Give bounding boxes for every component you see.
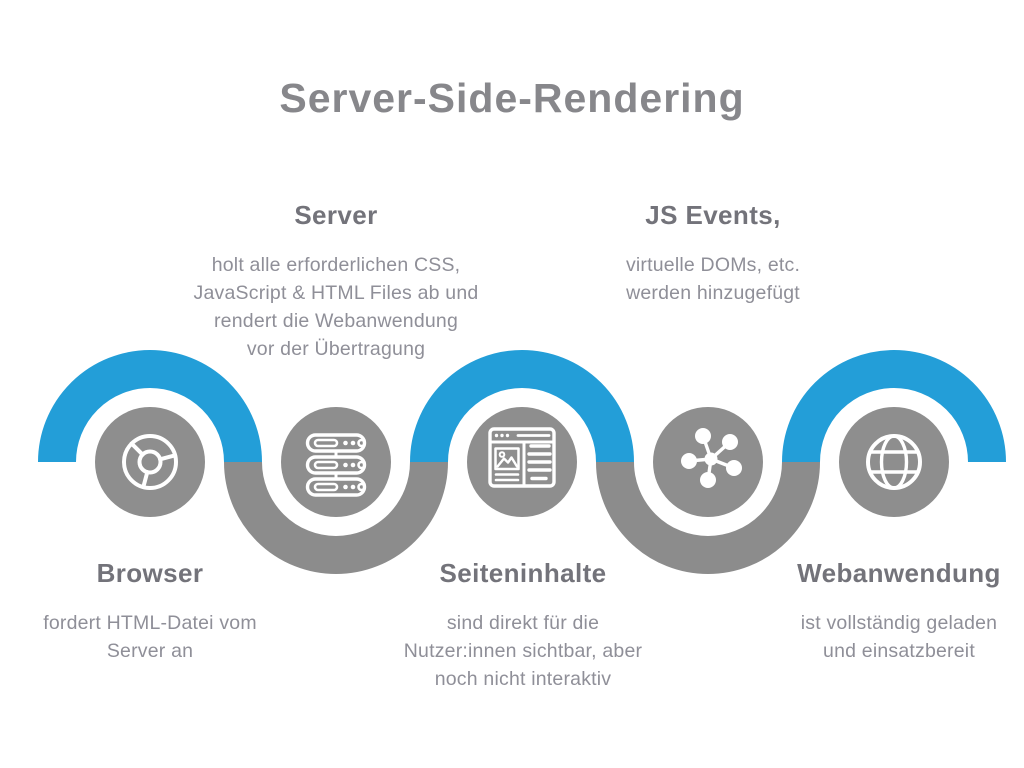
webpage-layout-icon xyxy=(488,427,556,488)
step-circle-browser xyxy=(95,407,205,517)
step-description-line: werden hinzugefügt xyxy=(626,282,800,304)
step-circle-bg xyxy=(95,407,205,517)
wave-arc-blue-1 xyxy=(38,350,262,463)
chrome-browser-icon xyxy=(122,434,178,490)
step-description-webanwendung: ist vollständig geladen und einsatzberei… xyxy=(749,609,1024,665)
step-description-line: JavaScript & HTML Files ab und xyxy=(193,282,479,304)
wave-arc-blue-3 xyxy=(782,350,1006,463)
step-description-line: und einsatzbereit xyxy=(823,640,975,662)
step-circle-js-events xyxy=(653,407,763,517)
step-description-line: ist vollständig geladen xyxy=(800,612,998,634)
step-description-js-events: virtuelle DOMs, etc. werden hinzugefügt xyxy=(563,251,863,307)
step-circle-bg xyxy=(467,407,577,517)
server-rack-icon xyxy=(305,433,367,497)
wave-arc-blue-2 xyxy=(410,350,634,463)
step-heading-seiteninhalte: Seiteninhalte xyxy=(439,558,607,588)
page-title: Server-Side-Rendering xyxy=(279,75,745,121)
step-label-webanwendung: Webanwendung ist vollständig geladen und… xyxy=(749,557,1024,665)
step-heading-server: Server xyxy=(294,200,378,230)
step-description-line: sind direkt für die xyxy=(446,612,600,634)
wave-arc-gray-1 xyxy=(224,461,448,574)
wave-ribbon xyxy=(38,350,1006,574)
step-heading-browser: Browser xyxy=(96,558,204,588)
step-label-seiteninhalte: Seiteninhalte sind direkt für die Nutzer… xyxy=(373,557,673,693)
step-description-line: vor der Übertragung xyxy=(246,338,426,360)
step-circle-bg xyxy=(839,407,949,517)
step-description-server: holt alle erforderlichen CSS, JavaScript… xyxy=(176,251,496,363)
step-label-js-events: JS Events, virtuelle DOMs, etc. werden h… xyxy=(563,199,863,307)
globe-icon xyxy=(866,434,922,490)
step-description-line: Nutzer:innen sichtbar, aber xyxy=(403,640,643,662)
step-circle-server xyxy=(281,407,391,517)
step-description-line: rendert die Webanwendung xyxy=(213,310,459,332)
network-nodes-icon xyxy=(681,428,742,488)
step-description-line: Server an xyxy=(106,640,194,662)
step-label-browser: Browser fordert HTML-Datei vom Server an xyxy=(20,557,280,665)
step-heading-webanwendung: Webanwendung xyxy=(797,558,1001,588)
step-description-line: fordert HTML-Datei vom xyxy=(43,612,257,634)
wave-arc-gray-2 xyxy=(596,461,820,574)
step-heading-js-events: JS Events, xyxy=(645,200,781,230)
step-description-seiteninhalte: sind direkt für die Nutzer:innen sichtba… xyxy=(373,609,673,693)
step-description-line: noch nicht interaktiv xyxy=(434,668,612,690)
step-description-browser: fordert HTML-Datei vom Server an xyxy=(20,609,280,665)
step-description-line: holt alle erforderlichen CSS, xyxy=(211,254,461,276)
step-description-line: virtuelle DOMs, etc. xyxy=(625,254,801,276)
step-circle-seiteninhalte xyxy=(467,407,577,517)
step-circle-webanwendung xyxy=(839,407,949,517)
step-label-server: Server holt alle erforderlichen CSS, Jav… xyxy=(176,199,496,363)
